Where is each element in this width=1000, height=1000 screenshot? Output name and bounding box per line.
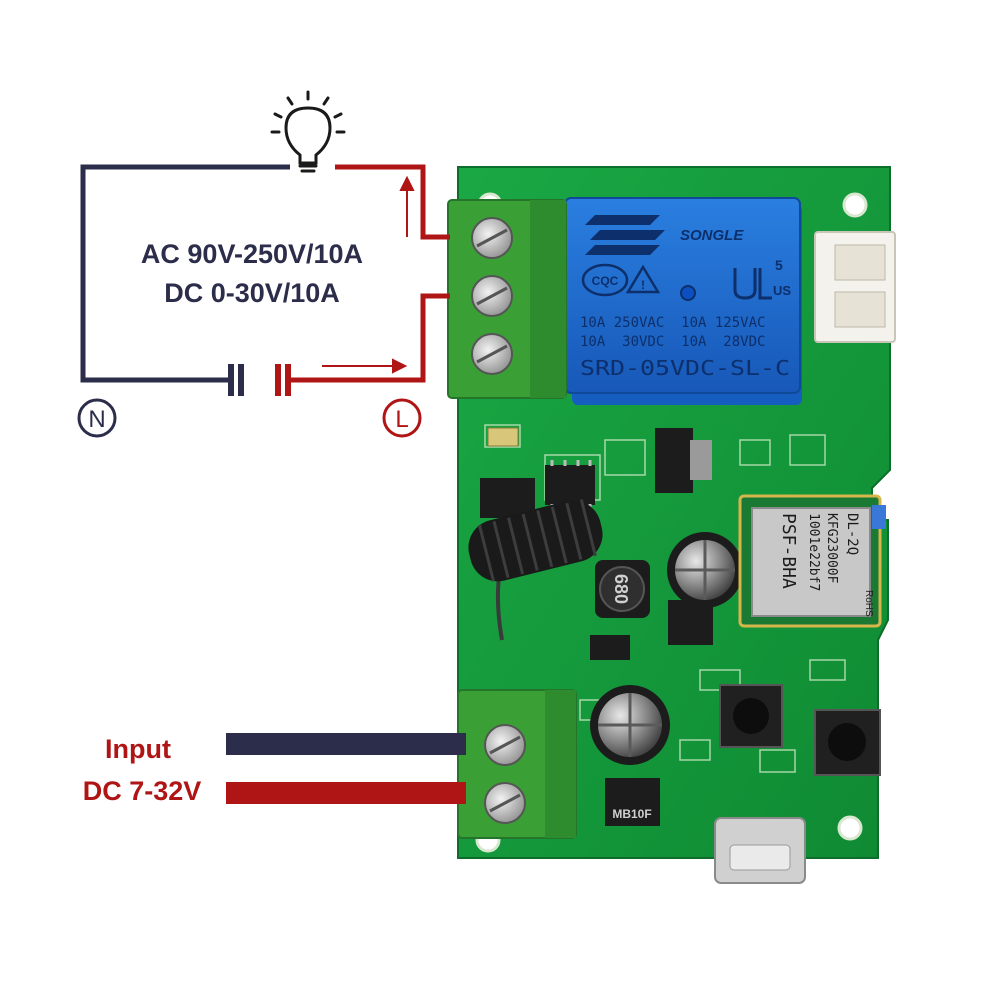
relay: SONGLE CQC ! US 5 10A 250VAC 10A 125VAC … bbox=[564, 197, 802, 405]
ac-rating: AC 90V-250V/10A bbox=[141, 239, 363, 269]
current-arrow bbox=[399, 175, 415, 237]
wifi-line-2: 1001e22bf7 bbox=[806, 513, 821, 591]
wifi-line-1: PSF-BHA bbox=[778, 513, 799, 589]
terminal-screw bbox=[471, 333, 513, 375]
relay-indicator-dot bbox=[680, 285, 696, 301]
svg-text:!: ! bbox=[641, 278, 645, 292]
tactile-button[interactable] bbox=[814, 709, 881, 776]
wifi-rohs: RoHS bbox=[863, 590, 874, 617]
input-terminal-block bbox=[457, 689, 577, 839]
inductor-value: 680 bbox=[611, 574, 631, 604]
mounting-hole bbox=[842, 192, 868, 218]
relay-ul-mark: US bbox=[773, 283, 791, 298]
diode bbox=[590, 635, 630, 660]
transistor-chip bbox=[480, 478, 535, 518]
songle-logo bbox=[585, 215, 665, 255]
relay-rating-line-2: 10A 30VDC 10A 28VDC bbox=[580, 334, 765, 350]
capacitor-neutral-side bbox=[228, 364, 244, 396]
capacitor-live-side bbox=[275, 364, 291, 396]
neutral-symbol: N bbox=[77, 398, 117, 438]
mounting-hole bbox=[837, 815, 863, 841]
input-positive-wire bbox=[226, 782, 466, 804]
electrolytic-capacitor bbox=[667, 532, 743, 608]
ul-mark-icon bbox=[733, 268, 772, 300]
inductor: 680 bbox=[595, 560, 650, 618]
terminal-screw bbox=[471, 275, 513, 317]
relay-rating-line-1: 10A 250VAC 10A 125VAC bbox=[580, 315, 765, 331]
dc-rating: DC 0-30V/10A bbox=[164, 278, 340, 308]
svg-text:L: L bbox=[395, 406, 408, 433]
output-terminal-block bbox=[447, 199, 567, 399]
micro-usb-port[interactable] bbox=[714, 817, 806, 884]
ic-chip bbox=[545, 460, 595, 510]
live-wire bbox=[291, 164, 450, 383]
relay-model: SRD-05VDC-SL-C bbox=[580, 356, 790, 380]
antenna-coil bbox=[468, 499, 603, 641]
neutral-wire bbox=[80, 164, 290, 383]
rectifier-label: MB10F bbox=[612, 807, 651, 821]
terminal-screw bbox=[484, 724, 526, 766]
relay-pin-number: 5 bbox=[775, 257, 783, 273]
wifi-line-4: DL-2Q bbox=[844, 513, 860, 555]
electrolytic-capacitor bbox=[590, 685, 670, 765]
input-label: Input bbox=[105, 734, 171, 764]
cqc-mark-icon bbox=[581, 263, 629, 297]
live-symbol: L bbox=[382, 398, 422, 438]
relay-brand: SONGLE bbox=[680, 227, 744, 244]
rectifier-chip: MB10F bbox=[605, 778, 660, 826]
wifi-module: DL-2Q KFG23000F 1001e22bf7 PSF-BHA RoHS bbox=[738, 494, 882, 628]
crystal bbox=[487, 427, 519, 447]
jst-connector bbox=[814, 231, 896, 343]
input-negative-wire bbox=[226, 733, 466, 755]
relay-cert-mark: CQC bbox=[592, 274, 619, 288]
tactile-button[interactable] bbox=[719, 684, 783, 748]
terminal-screw bbox=[471, 217, 513, 259]
blue-led bbox=[872, 505, 886, 529]
wifi-line-3: KFG23000F bbox=[824, 513, 839, 584]
warning-triangle-icon bbox=[625, 264, 661, 294]
input-voltage: DC 7-32V bbox=[83, 776, 202, 806]
voltage-regulator bbox=[655, 428, 712, 493]
lightbulb-icon bbox=[270, 90, 346, 173]
svg-text:N: N bbox=[88, 406, 105, 433]
terminal-screw bbox=[484, 782, 526, 824]
current-arrow bbox=[322, 358, 408, 374]
